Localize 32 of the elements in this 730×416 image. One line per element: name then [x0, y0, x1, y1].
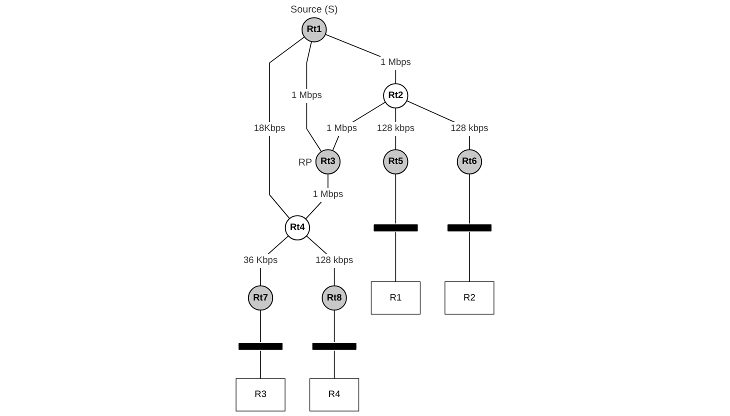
node-circle: Rt6: [456, 149, 482, 174]
edge-label: 1 Mbps: [312, 189, 344, 200]
connector: [469, 232, 470, 282]
connector: [334, 350, 335, 379]
connector: [395, 232, 396, 282]
node-circle: Rt8: [322, 285, 347, 311]
edge-label: 128 kbps: [450, 123, 488, 134]
connector: [334, 310, 335, 342]
connector: [260, 350, 261, 379]
node-circle: Rt5: [383, 149, 408, 174]
node-circle: Rt2: [383, 83, 408, 108]
edge-label: 128 kbps: [315, 255, 354, 266]
node-box: R1: [370, 281, 420, 314]
node-circle: Rt7: [248, 285, 274, 311]
node-box: R3: [236, 378, 286, 412]
connector: [469, 174, 470, 224]
node-circle: Rt3: [315, 149, 341, 174]
node-box: R4: [310, 378, 360, 412]
node-caption: RP: [298, 158, 312, 169]
edge-label: 1 Mbps: [291, 90, 322, 101]
node-circle: Rt1: [302, 17, 327, 42]
edge-label: 1 Mbps: [326, 123, 358, 134]
edge-label: 18Kbps: [254, 123, 286, 134]
node-caption: Source (S): [290, 4, 338, 16]
edge-label: 36 Kbps: [244, 255, 278, 266]
connector: [395, 174, 396, 224]
connector: [260, 310, 261, 342]
edge-label: 128 kbps: [376, 123, 415, 134]
node-circle: Rt4: [284, 215, 310, 240]
node-box: R2: [444, 281, 494, 314]
connector: [269, 36, 305, 219]
edge-label: 1 Mbps: [380, 57, 411, 68]
